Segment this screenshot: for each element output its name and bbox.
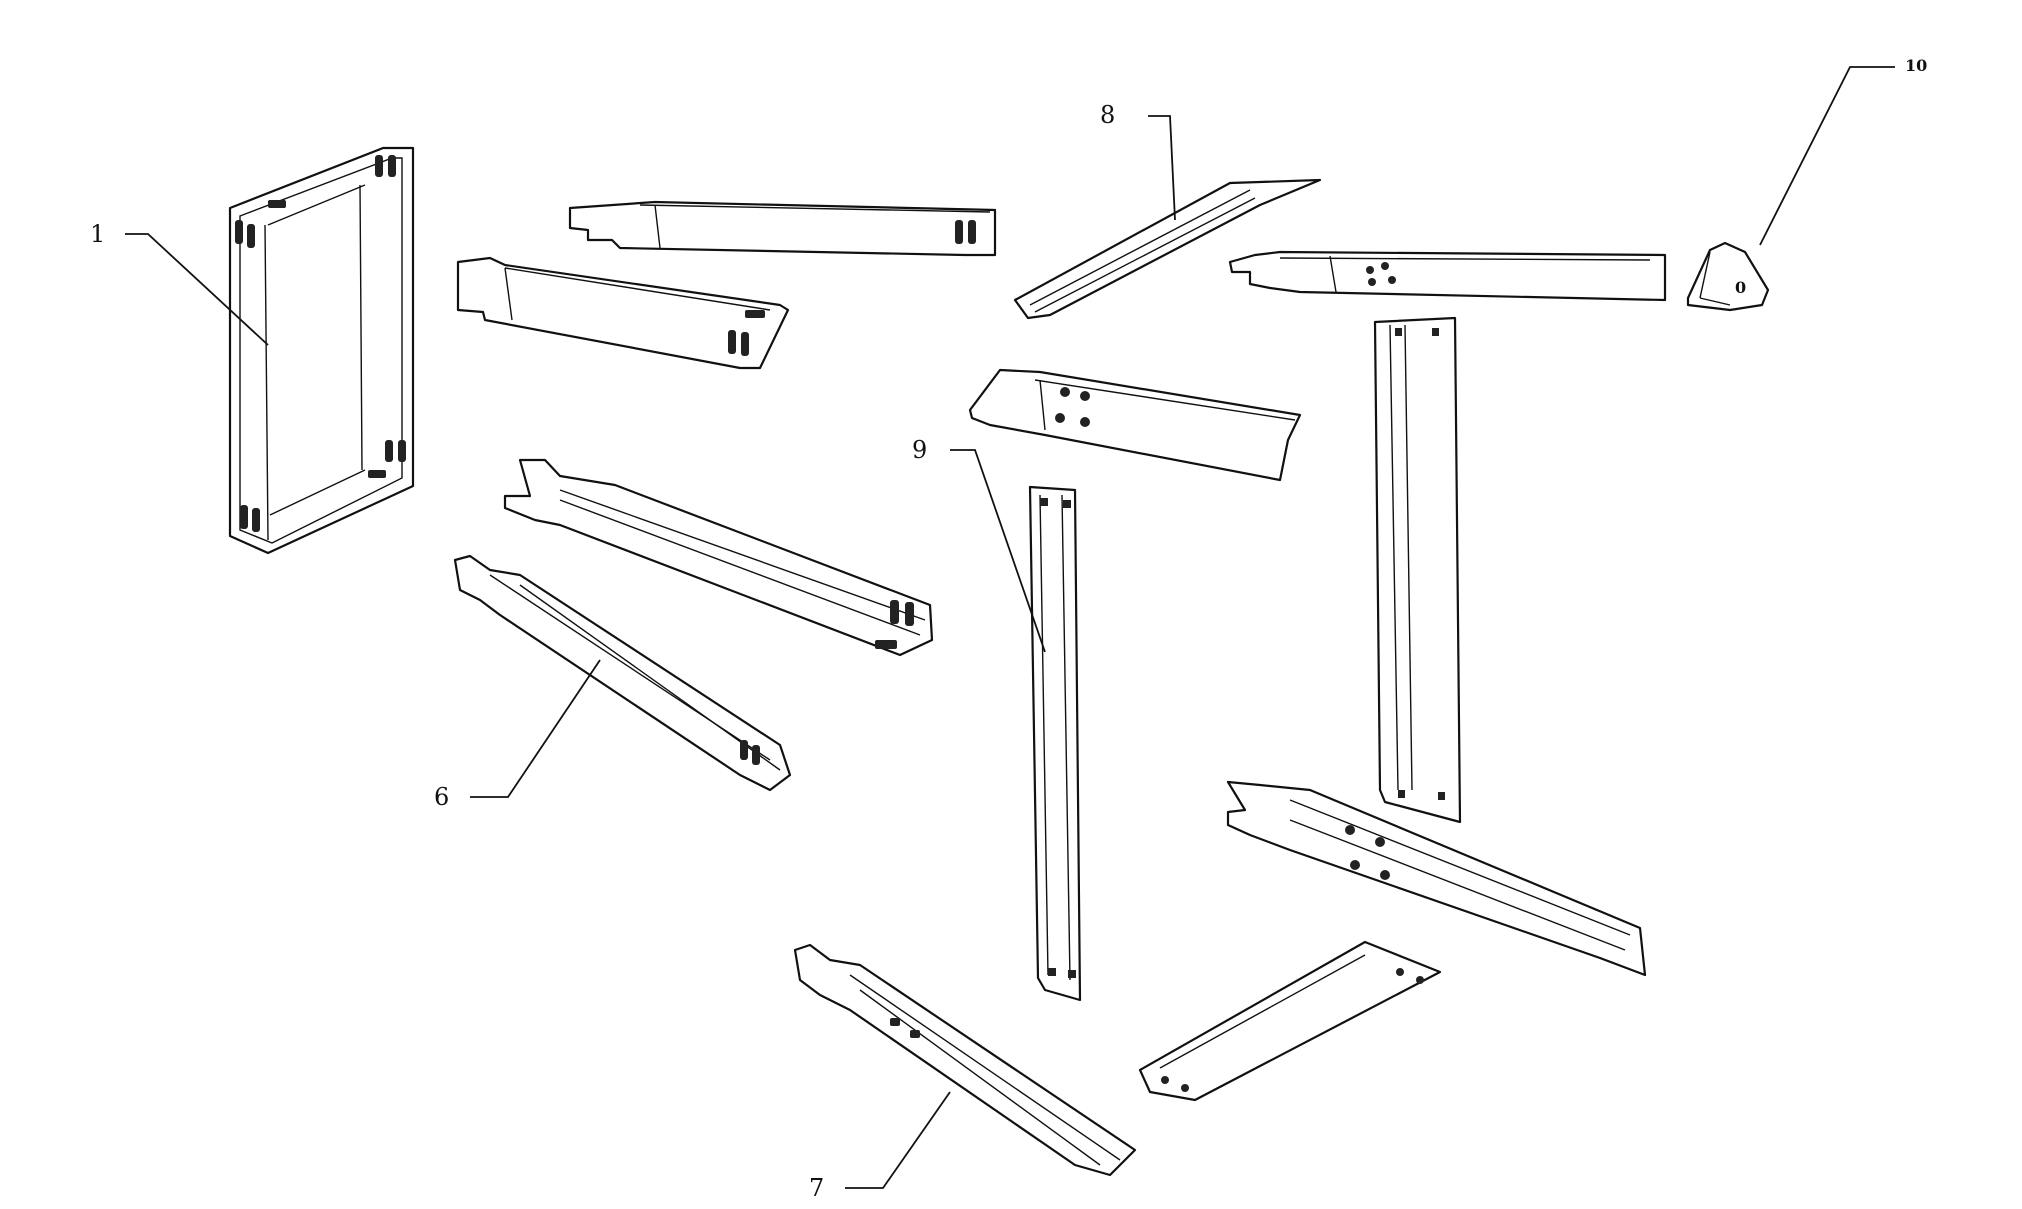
- callout-part-1: 1: [90, 220, 105, 248]
- leader-line-1: [125, 233, 269, 346]
- callout-part-7: 7: [809, 1174, 824, 1202]
- leader-line-10: [1759, 66, 1895, 246]
- part-7-diagonal-rail: [793, 943, 1137, 1177]
- upper-right-rail: [1228, 250, 1667, 302]
- center-short-rail: [968, 368, 1302, 482]
- long-diagonal-rail: [503, 458, 934, 657]
- callout-part-10: 10: [1905, 56, 1927, 75]
- callout-part-9: 9: [912, 436, 927, 464]
- middle-side-rail: [456, 256, 790, 370]
- leader-line-8: [1148, 115, 1176, 221]
- leader-line-7: [845, 1091, 951, 1189]
- right-vertical-post: [1373, 316, 1462, 824]
- upper-side-rail: [568, 200, 997, 257]
- bottom-right-channel: [1138, 940, 1442, 1102]
- callout-part-6: 6: [434, 783, 449, 811]
- lower-right-rail: [1226, 780, 1647, 977]
- cap-mark: 0: [1735, 278, 1746, 297]
- part-9-vertical-post: [1028, 485, 1082, 1002]
- part-8-diagonal-channel: [1013, 178, 1322, 320]
- part-6-diagonal-rail: [453, 554, 792, 792]
- leader-line-9: [950, 449, 1046, 653]
- leader-line-6: [470, 659, 601, 798]
- part-1-rectangular-frame: [228, 146, 415, 555]
- part-10-triangular-cap: 0: [1686, 241, 1770, 312]
- callout-part-8: 8: [1100, 101, 1115, 129]
